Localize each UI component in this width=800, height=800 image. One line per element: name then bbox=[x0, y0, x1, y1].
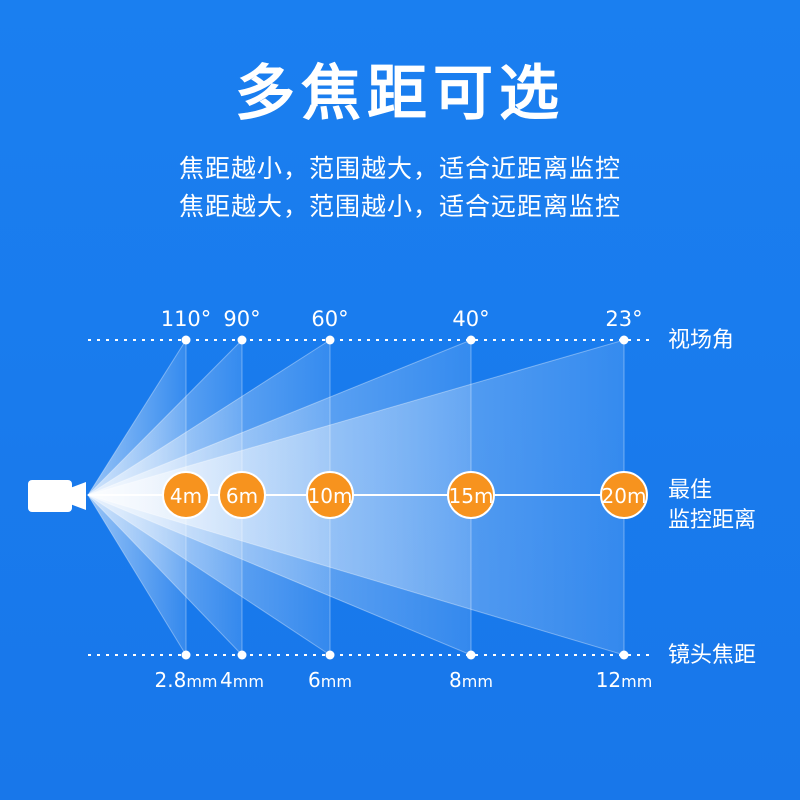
page-title: 多焦距可选 bbox=[235, 59, 565, 129]
best-distance-label-2: 监控距离 bbox=[668, 508, 757, 533]
angle-label: 40° bbox=[452, 307, 489, 331]
distance-label: 6m bbox=[226, 484, 258, 508]
subtitle-line-1: 焦距越小，范围越大，适合近距离监控 bbox=[178, 154, 621, 183]
camera-icon bbox=[28, 480, 86, 512]
distance-badge bbox=[162, 471, 210, 519]
distance-label: 20m bbox=[602, 484, 647, 508]
angle-label: 110° bbox=[161, 307, 212, 331]
focal-length-label: 镜头焦距 bbox=[668, 643, 757, 668]
distance-badge bbox=[306, 471, 354, 519]
top-dot bbox=[237, 335, 247, 345]
distance-label: 4m bbox=[170, 484, 202, 508]
fov-marks: 110° 4m 2.8mm 90° 6m 4mm 60° 10m 6mm 40° 15m 8mm 23°… bbox=[155, 307, 653, 692]
angle-label: 90° bbox=[223, 307, 260, 331]
distance-label: 10m bbox=[308, 484, 353, 508]
distance-label: 15m bbox=[449, 484, 494, 508]
distance-badge bbox=[600, 471, 648, 519]
focal-length-value: 8mm bbox=[449, 668, 493, 692]
distance-badge bbox=[218, 471, 266, 519]
focal-length-value: 4mm bbox=[220, 668, 264, 692]
top-dot bbox=[466, 335, 476, 345]
best-distance-label-1: 最佳 bbox=[668, 478, 713, 503]
focal-length-value: 2.8mm bbox=[155, 668, 218, 692]
bottom-dot bbox=[466, 650, 476, 660]
bottom-dot bbox=[181, 650, 191, 660]
fov-label: 视场角 bbox=[668, 328, 735, 353]
top-dot bbox=[619, 335, 629, 345]
angle-label: 23° bbox=[605, 307, 642, 331]
focal-length-value: 12mm bbox=[596, 668, 653, 692]
bottom-dot bbox=[237, 650, 247, 660]
subtitle-line-2: 焦距越大，范围越小，适合远距离监控 bbox=[178, 192, 621, 221]
top-dot bbox=[181, 335, 191, 345]
distance-badge bbox=[447, 471, 495, 519]
focal-length-value: 6mm bbox=[308, 668, 352, 692]
top-dot bbox=[325, 335, 335, 345]
angle-label: 60° bbox=[311, 307, 348, 331]
bottom-dot bbox=[619, 650, 629, 660]
bottom-dot bbox=[325, 650, 335, 660]
